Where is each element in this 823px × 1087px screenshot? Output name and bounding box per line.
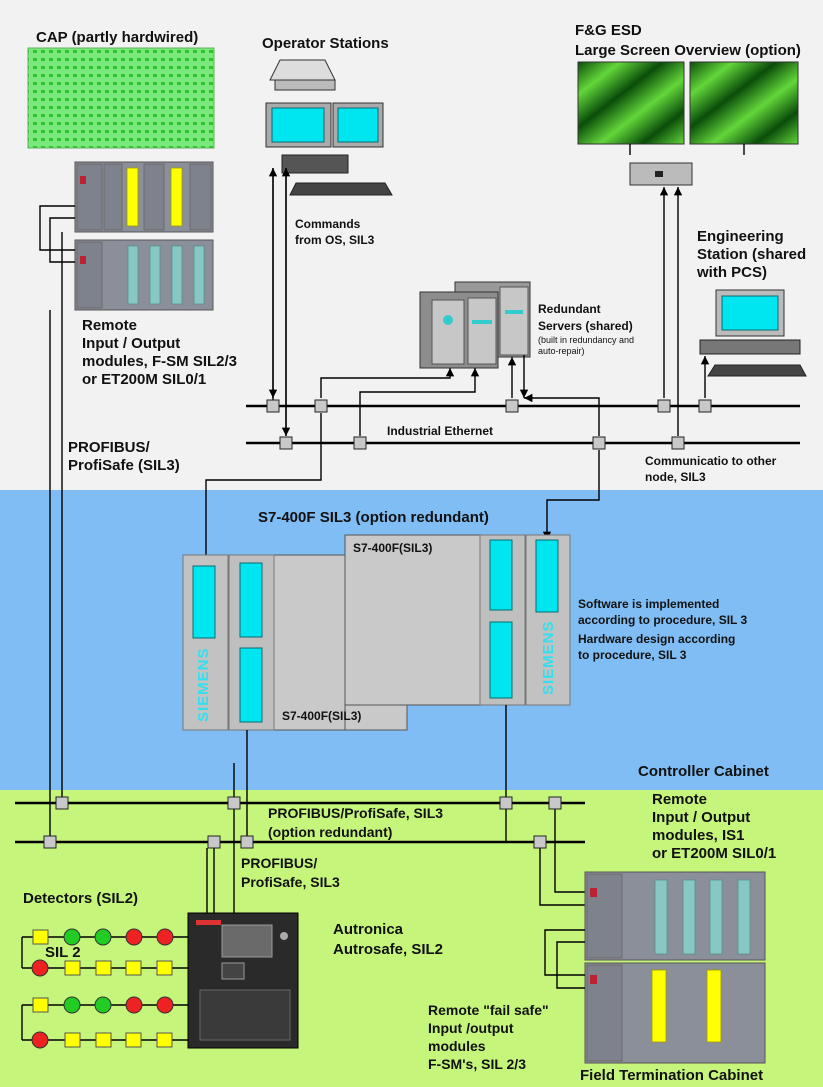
- sil2-label: SIL 2: [45, 944, 81, 961]
- redundant-servers-icon: [419, 281, 531, 369]
- siemens-logo-right: SIEMENS: [540, 620, 557, 695]
- remote-io-rack-top: [39, 161, 214, 311]
- operator-station-icon: [265, 59, 393, 196]
- ethernet-connections: [201, 168, 710, 565]
- s7-back-label: S7-400F(SIL3): [353, 541, 432, 555]
- comm-other-node-label: Communicatio to other node, SIL3: [645, 454, 780, 484]
- detector-loops: [21, 928, 188, 1049]
- fail-safe-label: Remote "fail safe" Input /output modules…: [428, 1002, 553, 1072]
- software-note: Software is implemented according to pro…: [578, 597, 751, 662]
- engineering-station-icon: [699, 289, 807, 377]
- profibus-nodes: [43, 796, 562, 849]
- detectors-label: Detectors (SIL2): [23, 890, 138, 907]
- s7-400f-back-rack: [344, 534, 571, 706]
- siemens-logo-left: SIEMENS: [195, 647, 212, 722]
- large-screen-displays: [577, 61, 799, 186]
- remote-io-field-label: Remote Input / Output modules, IS1 or ET…: [652, 791, 776, 862]
- controller-cabinet-label: Controller Cabinet: [638, 763, 769, 780]
- s7-400f-front-rack: [182, 554, 408, 731]
- s7-title-label: S7-400F SIL3 (option redundant): [258, 509, 489, 526]
- industrial-ethernet-label: Industrial Ethernet: [387, 424, 493, 438]
- redundant-servers-note: (built in redundancy and auto-repair): [538, 335, 637, 356]
- ethernet-nodes: [266, 399, 712, 450]
- profibus-connections: [49, 232, 585, 915]
- cap-panel: [27, 47, 215, 149]
- profibus-left-label: PROFIBUS/ ProfiSafe (SIL3): [68, 439, 180, 474]
- autronica-panel: [187, 912, 299, 1049]
- commands-label: Commands from OS, SIL3: [295, 217, 375, 247]
- operator-stations-label: Operator Stations: [262, 35, 389, 52]
- profibus-bus-label: PROFIBUS/ProfiSafe, SIL3 (option redunda…: [268, 805, 447, 840]
- s7-front-label: S7-400F(SIL3): [282, 709, 361, 723]
- profibus-short-label: PROFIBUS/ ProfiSafe, SIL3: [241, 855, 340, 890]
- cap-label: CAP (partly hardwired): [36, 29, 198, 46]
- remote-io-top-label: Remote Input / Output modules, F-SM SIL2…: [82, 317, 241, 388]
- redundant-servers-label: Redundant Servers (shared): [538, 302, 633, 333]
- fg-esd-label: F&G ESD Large Screen Overview (option): [575, 22, 801, 59]
- autronica-label: Autronica Autrosafe, SIL2: [333, 921, 443, 958]
- remote-io-rack-field: [544, 871, 766, 1064]
- field-termination-label: Field Termination Cabinet: [580, 1067, 763, 1084]
- engineering-station-label: Engineering Station (shared with PCS): [696, 228, 810, 281]
